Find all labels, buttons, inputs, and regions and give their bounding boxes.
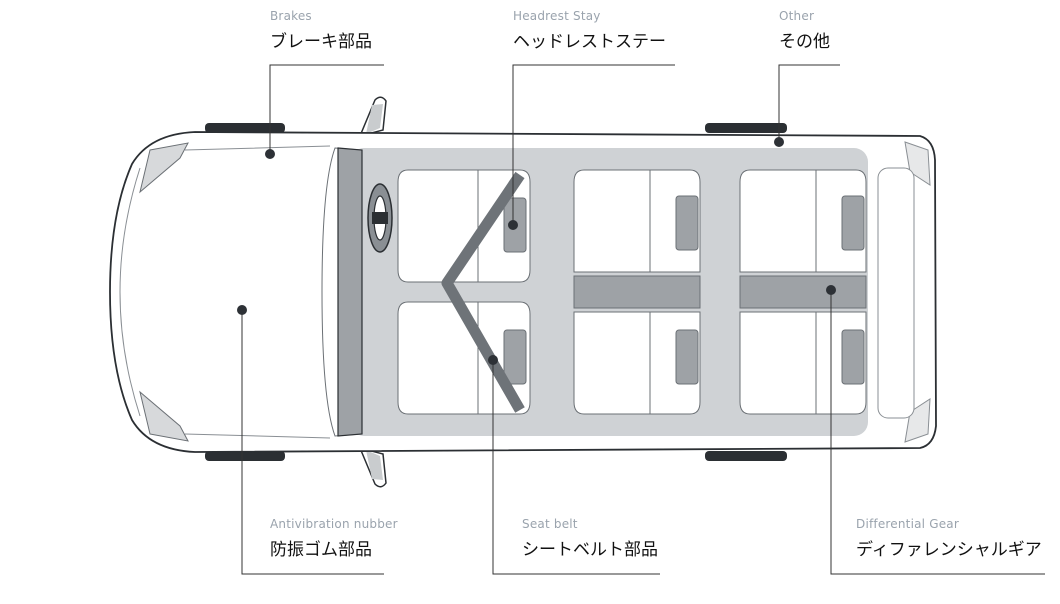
seat-belt-strap (441, 171, 525, 413)
front-seats (397, 169, 531, 415)
front-left-tire (205, 123, 285, 133)
label-seat-belt[interactable]: Seat belt シートベルト部品 (522, 517, 658, 560)
leader-brakes (269, 64, 384, 154)
tires (205, 123, 787, 461)
middle-bench-seats (573, 169, 701, 415)
label-headrest-stay[interactable]: Headrest Stay ヘッドレストステー (513, 9, 666, 52)
middle-right-headrest (675, 329, 699, 385)
label-differential-gear-en: Differential Gear (856, 517, 959, 531)
rear-light-right (904, 398, 931, 443)
right-mirror-glass (366, 450, 383, 480)
rear-right-tire (705, 451, 787, 461)
rear-bench-rail (739, 275, 867, 309)
front-right-tire (205, 451, 285, 461)
marker-headrest-stay (508, 220, 518, 230)
label-differential-gear-jp: ディファレンシャルギア (856, 540, 1042, 560)
label-brakes[interactable]: Brakes ブレーキ部品 (270, 9, 372, 52)
middle-left-headrest (675, 195, 699, 251)
leader-other (778, 64, 840, 142)
leader-differential-gear (830, 290, 1045, 575)
label-other-en: Other (779, 9, 815, 23)
label-other[interactable]: Other その他 (779, 9, 830, 52)
dashboard (337, 147, 363, 437)
hood-lines (184, 145, 331, 439)
label-brakes-jp: ブレーキ部品 (270, 32, 372, 52)
label-differential-gear[interactable]: Differential Gear ディファレンシャルギア (856, 517, 1042, 560)
rear-window (877, 167, 915, 419)
rear-right-headrest (841, 329, 865, 385)
marker-brakes (265, 149, 275, 159)
right-headlight (139, 390, 189, 442)
marker-seat-belt (488, 355, 498, 365)
middle-bench-rail (573, 275, 701, 309)
marker-differential-gear (826, 285, 836, 295)
bumper-line (119, 167, 141, 417)
left-headlight (139, 142, 189, 194)
driver-seat (397, 169, 531, 283)
label-brakes-en: Brakes (270, 9, 312, 23)
label-other-jp: その他 (779, 32, 830, 52)
rear-bench-seats (739, 169, 867, 415)
rear-light-left (904, 141, 931, 186)
leader-headrest-stay (512, 64, 675, 225)
passenger-seat (397, 301, 531, 415)
label-antivibration[interactable]: Antivibration nubber 防振ゴム部品 (270, 517, 398, 560)
markers (237, 137, 836, 365)
front-right-headrest (503, 329, 527, 385)
label-headrest-stay-en: Headrest Stay (513, 9, 601, 23)
rear-left-tire (705, 123, 787, 133)
rear-left-headrest (841, 195, 865, 251)
label-headrest-stay-jp: ヘッドレストステー (513, 32, 666, 52)
leader-lines (241, 64, 1045, 575)
marker-antivibration (237, 305, 247, 315)
label-seat-belt-jp: シートベルト部品 (522, 540, 658, 560)
label-antivibration-en: Antivibration nubber (270, 517, 398, 531)
leader-seat-belt (492, 360, 660, 575)
steering-wheel (367, 183, 393, 253)
label-seat-belt-en: Seat belt (522, 517, 578, 531)
label-antivibration-jp: 防振ゴム部品 (270, 540, 372, 560)
leader-antivibration (241, 310, 384, 575)
marker-other (774, 137, 784, 147)
left-mirror-glass (366, 104, 383, 134)
